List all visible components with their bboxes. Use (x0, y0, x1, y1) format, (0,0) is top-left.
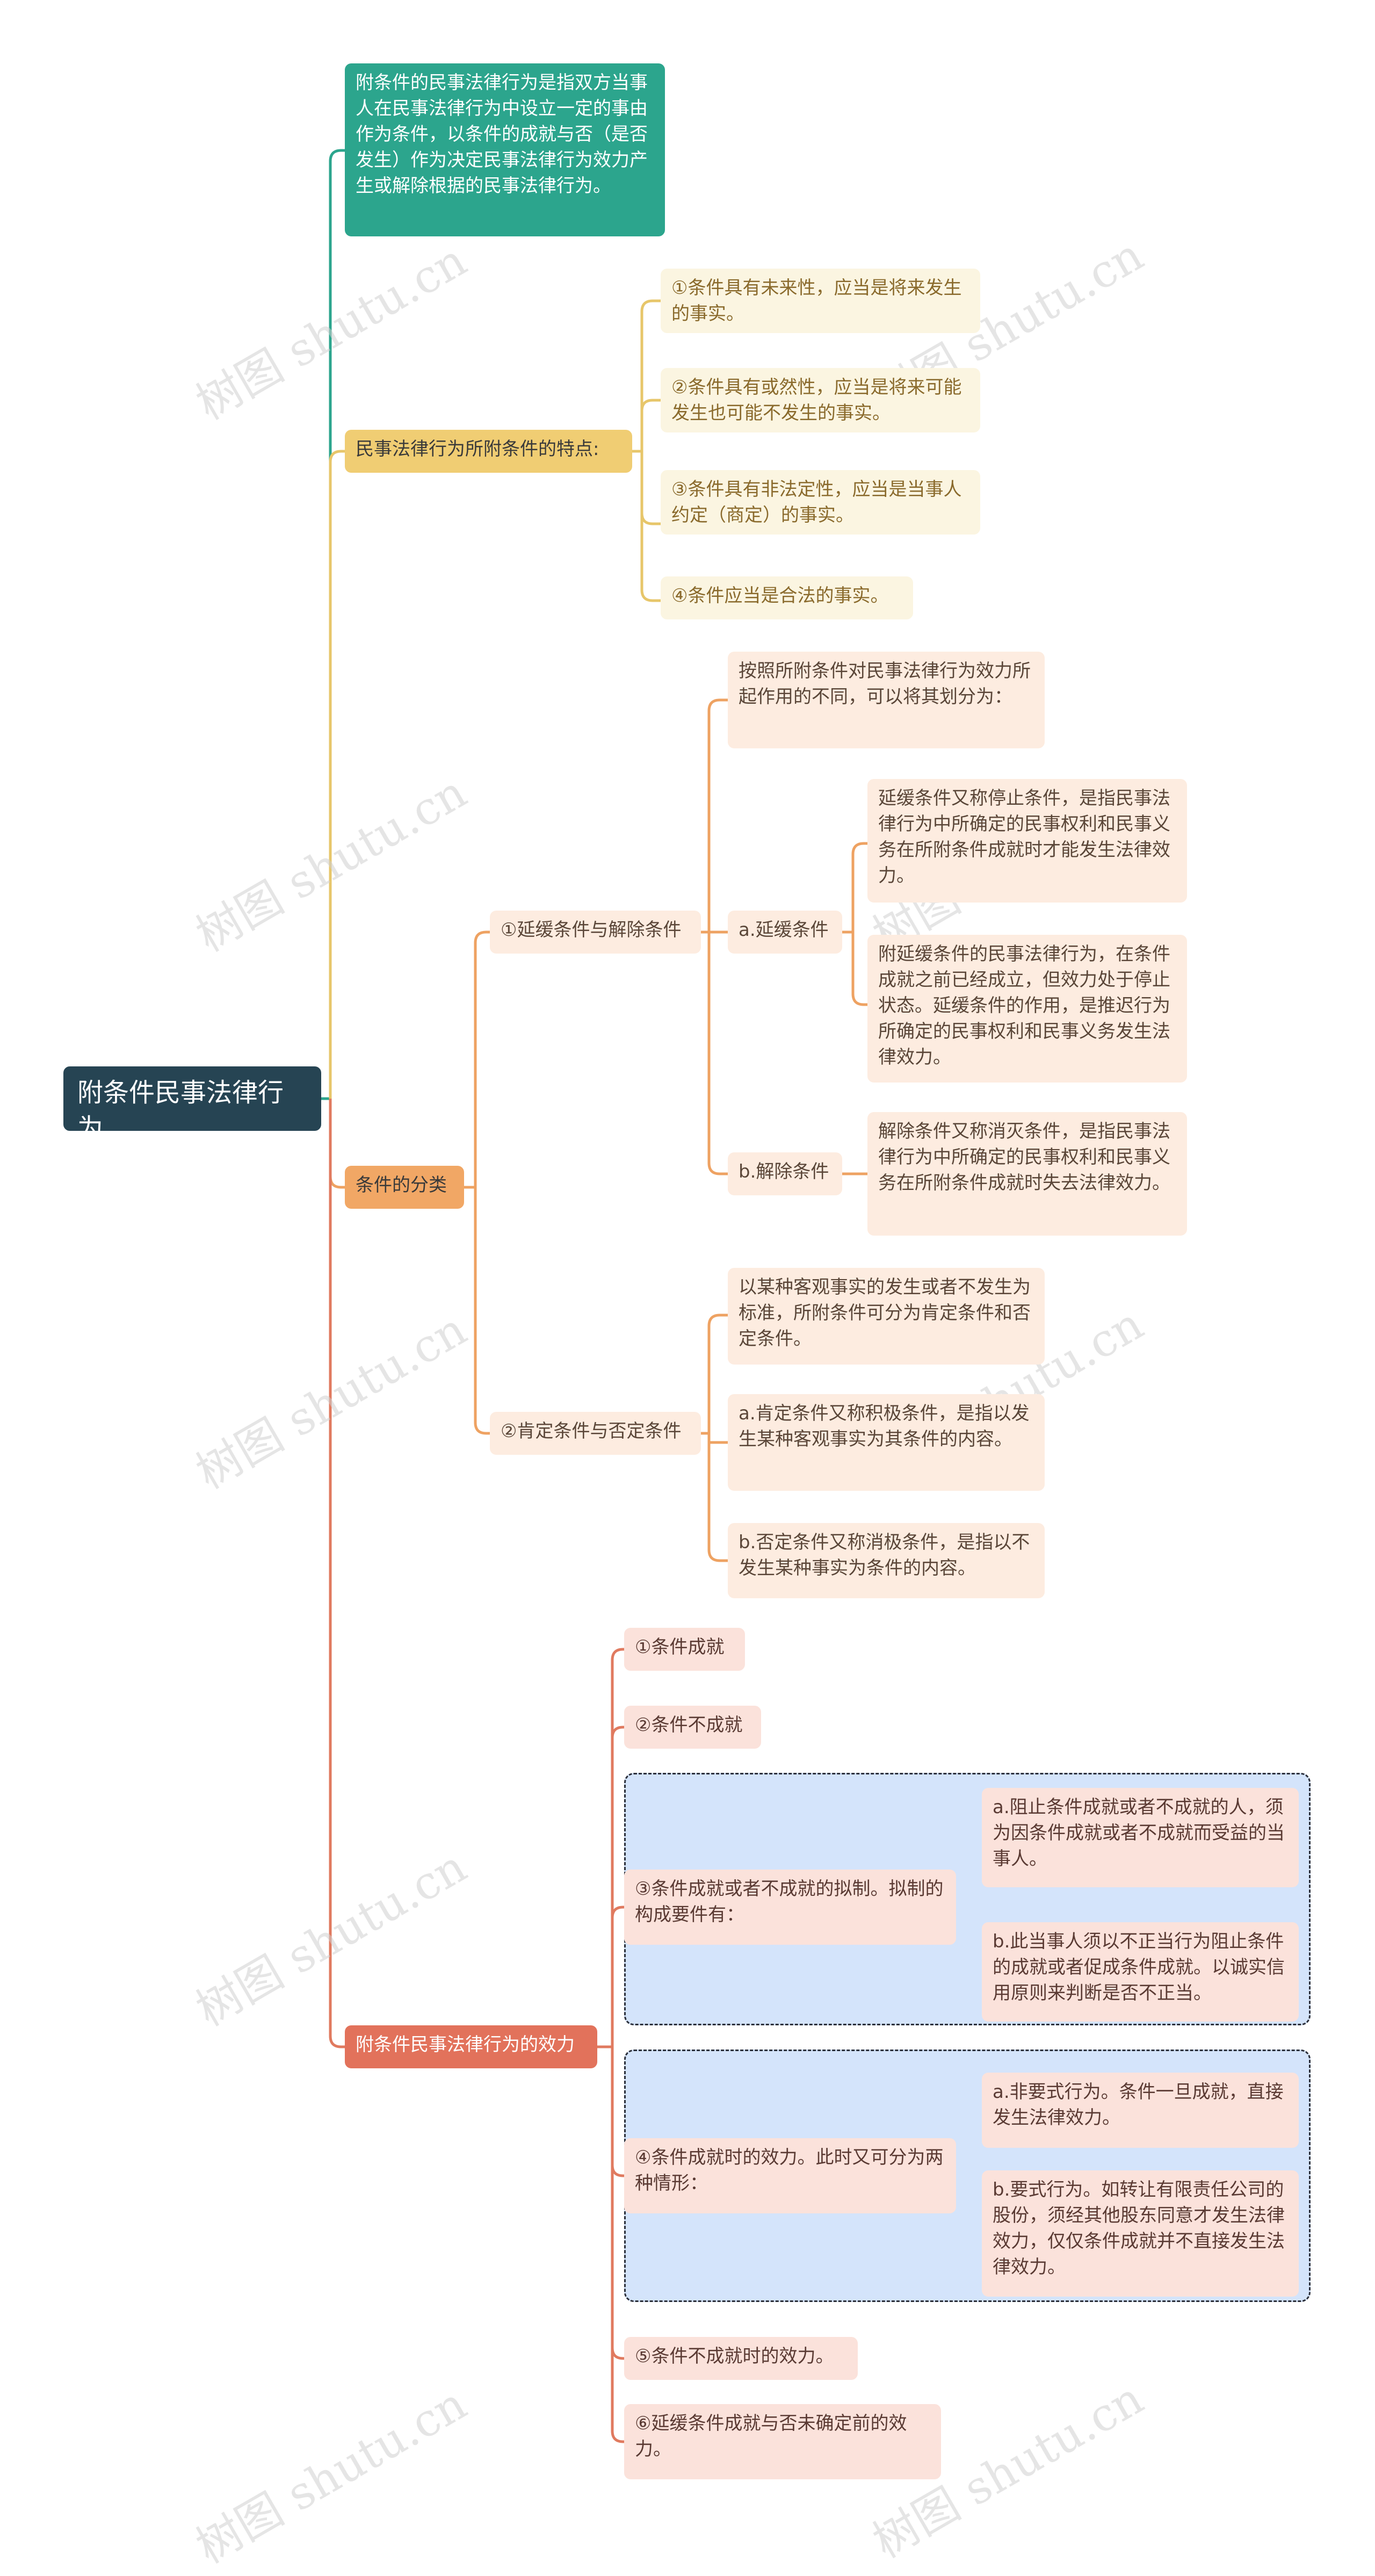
positive-condition[interactable]: a.肯定条件又称积极条件，是指以发生某种客观事实为其条件的内容。 (728, 1394, 1045, 1491)
effect-title[interactable]: 附条件民事法律行为的效力 (345, 2025, 597, 2068)
resolutive-condition-title[interactable]: b.解除条件 (728, 1152, 842, 1195)
feature-item-1[interactable]: ①条件具有未来性，应当是将来发生的事实。 (661, 269, 980, 333)
fiction-title[interactable]: ③条件成就或者不成就的拟制。拟制的构成要件有： (624, 1870, 956, 1945)
fiction-item-a[interactable]: a.阻止条件成就或者不成就的人，须为因条件成就或者不成就而受益的当事人。 (982, 1788, 1299, 1887)
fulfilled-effect-item-b[interactable]: b.要式行为。如转让有限责任公司的股份，须经其他股东同意才发生法律效力，仅仅条件… (982, 2170, 1299, 2297)
suspensive-condition-title[interactable]: a.延缓条件 (728, 911, 842, 954)
feature-item-4[interactable]: ④条件应当是合法的事实。 (661, 576, 913, 619)
feature-item-2[interactable]: ②条件具有或然性，应当是将来可能发生也可能不发生的事实。 (661, 368, 980, 432)
suspensive-resolutive-title[interactable]: ①延缓条件与解除条件 (490, 911, 701, 954)
definition-node[interactable]: 附条件的民事法律行为是指双方当事人在民事法律行为中设立一定的事由作为条件，以条件… (345, 63, 665, 236)
positive-negative-title[interactable]: ②肯定条件与否定条件 (490, 1412, 701, 1455)
effect-item-5[interactable]: ⑤条件不成就时的效力。 (624, 2337, 858, 2380)
features-title[interactable]: 民事法律行为所附条件的特点: (345, 430, 632, 473)
effect-item-1[interactable]: ①条件成就 (624, 1628, 745, 1671)
negative-condition[interactable]: b.否定条件又称消极条件，是指以不发生某种事实为条件的内容。 (728, 1523, 1045, 1598)
suspensive-condition-item-2[interactable]: 附延缓条件的民事法律行为，在条件成就之前已经成立，但效力处于停止状态。延缓条件的… (867, 935, 1187, 1083)
positive-negative-intro[interactable]: 以某种客观事实的发生或者不发生为标准，所附条件可分为肯定条件和否定条件。 (728, 1268, 1045, 1365)
fulfilled-effect-item-a[interactable]: a.非要式行为。条件一旦成就，直接发生法律效力。 (982, 2073, 1299, 2148)
effect-item-2[interactable]: ②条件不成就 (624, 1706, 761, 1749)
resolutive-condition-item-1[interactable]: 解除条件又称消灭条件，是指民事法律行为中所确定的民事权利和民事义务在所附条件成就… (867, 1112, 1187, 1236)
feature-item-3[interactable]: ③条件具有非法定性，应当是当事人约定（商定）的事实。 (661, 470, 980, 535)
fulfilled-effect-title[interactable]: ④条件成就时的效力。此时又可分为两种情形： (624, 2138, 956, 2213)
classification-intro[interactable]: 按照所附条件对民事法律行为效力所起作用的不同，可以将其划分为： (728, 652, 1045, 748)
suspensive-condition-item-1[interactable]: 延缓条件又称停止条件，是指民事法律行为中所确定的民事权利和民事义务在所附条件成就… (867, 779, 1187, 903)
effect-item-6[interactable]: ⑥延缓条件成就与否未确定前的效力。 (624, 2404, 941, 2479)
fiction-item-b[interactable]: b.此当事人须以不正当行为阻止条件的成就或者促成条件成就。以诚实信用原则来判断是… (982, 1922, 1299, 2022)
classification-title[interactable]: 条件的分类 (345, 1166, 464, 1209)
root-topic[interactable]: 附条件民事法律行为 (63, 1066, 321, 1143)
